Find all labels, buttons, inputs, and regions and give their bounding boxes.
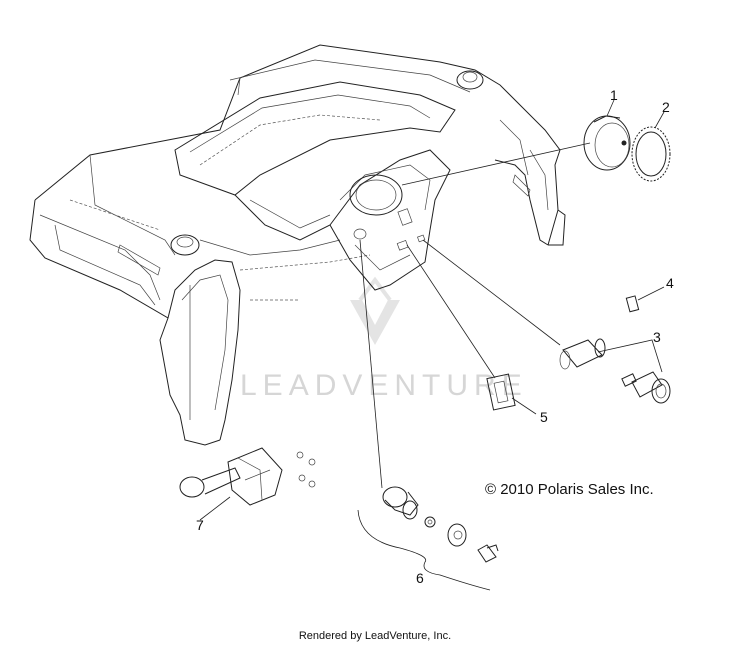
- callout-1: 1: [610, 87, 618, 103]
- indicator-lens-part-4: [625, 295, 640, 313]
- gauge-part-1: [583, 115, 631, 171]
- leader-lines: [199, 99, 665, 591]
- callout-6: 6: [416, 570, 424, 586]
- callout-2: 2: [662, 99, 670, 115]
- right-tail-light-pod: [456, 70, 484, 90]
- key-switch-part-6: [382, 486, 499, 563]
- rendered-by-footer: Rendered by LeadVenture, Inc.: [298, 630, 452, 642]
- callout-3: 3: [653, 329, 661, 345]
- callout-7: 7: [196, 517, 204, 533]
- bezel-part-2: [631, 126, 671, 182]
- callout-5: 5: [540, 409, 548, 425]
- switch-part-5: [486, 373, 516, 411]
- socket-plug-part-3: [621, 371, 671, 404]
- left-tail-light-pod: [170, 234, 200, 256]
- watermark-text: LEADVENTURE: [240, 369, 528, 402]
- socket-part-3: [559, 338, 606, 370]
- combination-switch-part-7: [179, 447, 316, 506]
- callout-4: 4: [666, 275, 674, 291]
- copyright-notice: © 2010 Polaris Sales Inc.: [485, 481, 654, 498]
- body-panel: [29, 44, 566, 446]
